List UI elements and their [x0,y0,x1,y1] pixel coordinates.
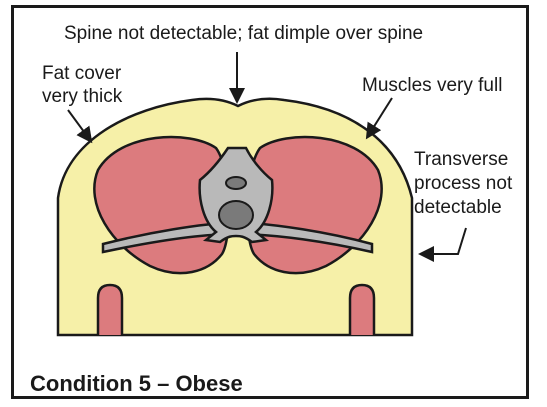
muscles-label: Muscles very full [362,74,502,97]
fat-cover-label-line1: Fat cover [42,62,121,85]
transverse-label-line2: process not [414,172,512,195]
muscles-arrow [368,98,392,136]
vertebral-body [219,201,253,229]
left-leg [98,285,122,335]
transverse-label-line3: detectable [414,196,502,219]
fat-cover-label-line2: very thick [42,85,122,108]
transverse-arrow [422,228,466,254]
spine-label: Spine not detectable; fat dimple over sp… [64,22,423,45]
spinal-canal [226,177,246,189]
fat-cover-arrow [68,110,90,140]
transverse-label-line1: Transverse [414,148,508,171]
condition-caption: Condition 5 – Obese [30,371,243,397]
right-leg [350,285,374,335]
